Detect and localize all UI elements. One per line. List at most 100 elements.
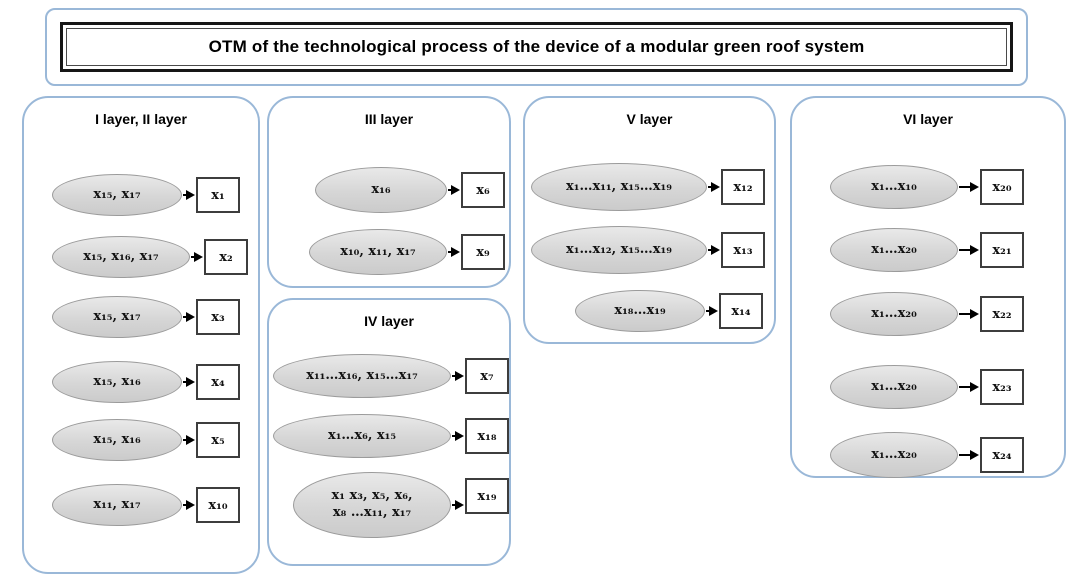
arrow-shaft [191, 256, 194, 258]
output-box: x₃ [196, 299, 240, 335]
arrow-icon [708, 182, 720, 192]
arrow-head [970, 382, 979, 392]
output-label: x₂₀ [992, 179, 1012, 195]
arrow-head [711, 245, 720, 255]
arrow-icon [448, 185, 460, 195]
arrow-shaft [959, 454, 970, 456]
input-label: x₁…x₂₀ [871, 378, 917, 394]
input-ellipse: x₁…x₁₂, x₁₅…x₁₉ [531, 226, 707, 274]
process-row: x₁₆ x₆ [315, 167, 505, 213]
arrow-icon [448, 247, 460, 257]
input-label: x₁…x₂₀ [871, 305, 917, 321]
arrow-head [186, 312, 195, 322]
process-row: x₁…x₂₀ x₂₄ [830, 432, 1024, 478]
process-row: x₁₁…x₁₆, x₁₅…x₁₇ x₇ [273, 354, 509, 398]
output-label: x₇ [480, 368, 494, 384]
input-label: x₁…x₁₁, x₁₅…x₁₉ [566, 178, 672, 194]
input-ellipse: x₁…x₂₀ [830, 432, 958, 478]
panel-layer-6: VI layer x₁…x₁₀ x₂₀ x₁…x₂₀ x₂₁ x₁…x₂₀ x₂… [790, 96, 1066, 478]
arrow-icon [708, 245, 720, 255]
arrow-head [970, 245, 979, 255]
input-label: x₁…x₁₀ [871, 178, 917, 194]
arrow-head [451, 185, 460, 195]
output-box: x₁ [196, 177, 240, 213]
process-row: x₁…x₁₀ x₂₀ [830, 165, 1024, 209]
process-row: x₁₁, x₁₇ x₁₀ [52, 484, 240, 526]
output-label: x₂₄ [992, 447, 1012, 463]
arrow-head [970, 309, 979, 319]
arrow-shaft [959, 186, 970, 188]
panel-layer-4: IV layer x₁₁…x₁₆, x₁₅…x₁₇ x₇ x₁…x₆, x₁₅ … [267, 298, 511, 566]
output-label: x₁₂ [733, 179, 753, 195]
input-ellipse: x₁₅, x₁₆ [52, 361, 182, 403]
output-box: x₂₃ [980, 369, 1024, 405]
arrow-head [970, 182, 979, 192]
arrow-shaft [452, 435, 455, 437]
process-row: x₁ x₃, x₅, x₆, x₈ …x₁₁, x₁₇ x₁₉ [273, 472, 509, 538]
arrow-head [970, 450, 979, 460]
arrow-icon [959, 309, 979, 319]
output-box: x₂₀ [980, 169, 1024, 205]
input-ellipse: x₁…x₆, x₁₅ [273, 414, 451, 458]
output-label: x₂₂ [992, 306, 1012, 322]
output-box: x₁₂ [721, 169, 765, 205]
input-label: x₁…x₁₂, x₁₅…x₁₉ [566, 241, 672, 257]
panel-heading: I layer, II layer [95, 111, 187, 127]
process-row: x₁₅, x₁₆ x₄ [52, 361, 240, 403]
output-label: x₁₄ [731, 303, 751, 319]
arrow-icon [959, 245, 979, 255]
input-label: x₁ x₃, x₅, x₆, [331, 488, 413, 504]
arrow-head [711, 182, 720, 192]
arrow-icon [452, 431, 464, 441]
input-ellipse: x₁…x₁₀ [830, 165, 958, 209]
process-row: x₁₅, x₁₇ x₃ [52, 296, 240, 338]
input-ellipse: x₁₅, x₁₇ [52, 296, 182, 338]
arrow-shaft [959, 249, 970, 251]
input-label: x₁…x₂₀ [871, 241, 917, 257]
arrow-head [709, 306, 718, 316]
arrow-shaft [959, 313, 970, 315]
arrow-icon [183, 500, 195, 510]
arrow-shaft [183, 194, 186, 196]
arrow-icon [959, 182, 979, 192]
output-box: x₂₁ [980, 232, 1024, 268]
output-box: x₁₉ [465, 478, 509, 514]
output-label: x₉ [476, 244, 490, 260]
output-box: x₆ [461, 172, 505, 208]
process-row: x₁…x₆, x₁₅ x₁₈ [273, 414, 509, 458]
process-row: x₁₈…x₁₉ x₁₄ [531, 290, 763, 332]
arrow-head [455, 371, 464, 381]
input-label: x₁₁…x₁₆, x₁₅…x₁₇ [306, 367, 418, 383]
input-label: x₁₀, x₁₁, x₁₇ [340, 243, 416, 259]
arrow-shaft [448, 251, 451, 253]
output-label: x₁₈ [477, 428, 497, 444]
input-ellipse: x₁ x₃, x₅, x₆, x₈ …x₁₁, x₁₇ [293, 472, 451, 538]
arrow-icon [452, 371, 464, 381]
arrow-shaft [452, 504, 455, 506]
output-box: x₁₈ [465, 418, 509, 454]
input-ellipse: x₁…x₂₀ [830, 365, 958, 409]
panel-layer-1-2: I layer, II layer x₁₅, x₁₇ x₁ x₁₅, x₁₆, … [22, 96, 260, 574]
output-box: x₂ [204, 239, 248, 275]
output-box: x₄ [196, 364, 240, 400]
input-ellipse: x₁₁…x₁₆, x₁₅…x₁₇ [273, 354, 451, 398]
output-box: x₁₃ [721, 232, 765, 268]
input-ellipse: x₁₈…x₁₉ [575, 290, 705, 332]
process-row: x₁…x₁₁, x₁₅…x₁₉ x₁₂ [531, 163, 765, 211]
input-label: x₁…x₂₀ [871, 446, 917, 462]
input-label: x₁₁, x₁₇ [93, 496, 141, 512]
arrow-shaft [706, 310, 709, 312]
output-box: x₉ [461, 234, 505, 270]
input-label: x₁₅, x₁₇ [93, 308, 141, 324]
arrow-head [194, 252, 203, 262]
output-box: x₅ [196, 422, 240, 458]
output-label: x₄ [211, 374, 225, 390]
input-ellipse: x₁₆ [315, 167, 447, 213]
arrow-shaft [183, 439, 186, 441]
output-box: x₁₀ [196, 487, 240, 523]
output-box: x₇ [465, 358, 509, 394]
output-label: x₁₀ [208, 497, 228, 513]
output-label: x₆ [476, 182, 490, 198]
output-label: x₂₃ [992, 379, 1012, 395]
arrow-icon [959, 382, 979, 392]
